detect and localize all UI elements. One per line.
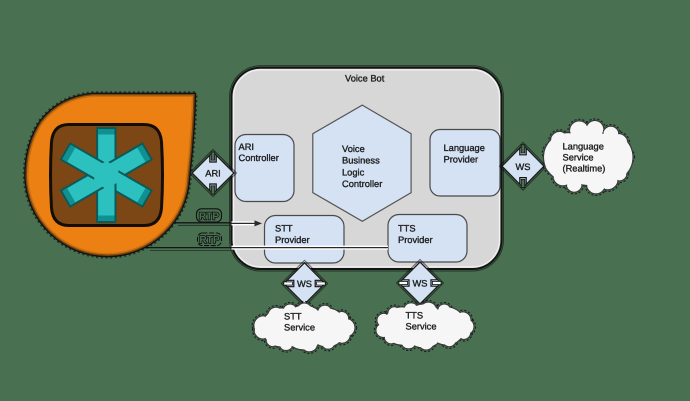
svg-text:Voice: Voice: [342, 144, 365, 154]
svg-text:WS: WS: [516, 162, 531, 172]
svg-text:Service: Service: [284, 322, 315, 332]
svg-text:Logic: Logic: [342, 167, 365, 177]
svg-text:TTS: TTS: [398, 224, 416, 234]
svg-text:RTP: RTP: [199, 235, 220, 246]
svg-text:ARI: ARI: [205, 169, 221, 179]
svg-text:Language: Language: [563, 142, 604, 152]
svg-text:(Realtime): (Realtime): [563, 163, 606, 173]
svg-text:Controller: Controller: [239, 153, 279, 163]
svg-text:Provider: Provider: [275, 235, 310, 245]
svg-text:Provider: Provider: [398, 235, 433, 245]
svg-text:Provider: Provider: [444, 155, 479, 165]
svg-text:Voice Bot: Voice Bot: [345, 74, 385, 84]
svg-text:Service: Service: [563, 153, 594, 163]
svg-text:STT: STT: [275, 224, 293, 234]
svg-text:TTS: TTS: [406, 311, 424, 321]
svg-text:Controller: Controller: [342, 179, 382, 189]
svg-text:Service: Service: [406, 322, 437, 332]
svg-text:WS: WS: [297, 279, 312, 289]
svg-text:Business: Business: [342, 156, 380, 166]
svg-text:ARI: ARI: [239, 142, 255, 152]
svg-text:RTP: RTP: [199, 211, 220, 222]
svg-text:WS: WS: [413, 279, 428, 289]
svg-text:Language: Language: [444, 143, 485, 153]
svg-text:STT: STT: [284, 312, 302, 322]
